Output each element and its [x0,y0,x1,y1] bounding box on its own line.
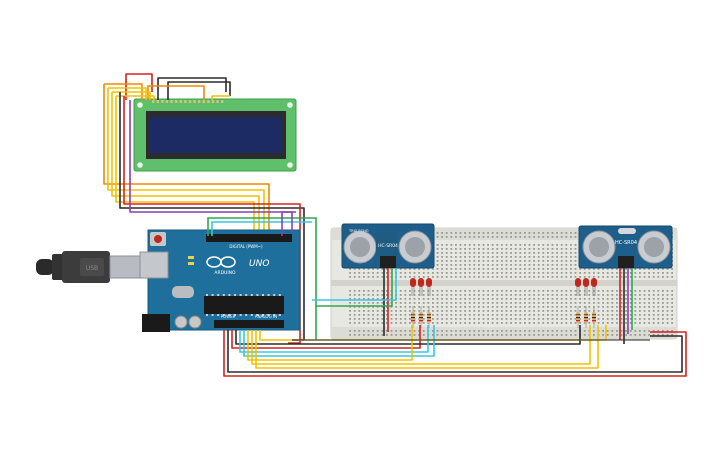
wire-yellow [211,95,230,100]
led[interactable] [410,278,416,296]
sensor-left-label: HC-SR04 [378,243,398,249]
wire-yellow [107,88,265,232]
resistor[interactable] [592,306,596,328]
arduino-brand: ARDUINO [214,270,236,276]
led[interactable] [426,278,432,296]
wire-black [235,325,581,345]
wire-cyan [312,268,397,301]
crystal [618,228,636,234]
wire-red [231,325,421,349]
wire-red [223,330,687,377]
wire-yellow [247,325,413,361]
wire-green [207,217,317,340]
lcd-screen [150,117,282,153]
arduino-digital-wires [207,211,317,340]
capacitor [174,315,188,329]
atmega-chip [204,296,284,314]
wire-black [227,330,683,373]
lcd-module[interactable] [133,98,297,172]
led[interactable] [575,278,581,296]
wire-yellow [116,95,155,100]
wire-yellow [111,92,260,232]
resistor[interactable] [411,306,415,328]
wire-cyan [239,325,429,353]
analog-label: ANALOG IN [255,314,277,319]
wire-cyan [211,221,312,236]
wire-yellow [115,96,255,232]
wire-orange [104,83,143,100]
wire-black [167,81,231,100]
wire-purple [281,211,293,236]
led-group-left [410,278,432,328]
sensor-left-side-text: TRIG ECHO [348,229,369,233]
power-analog-header[interactable] [214,320,284,328]
wire-orange [147,85,205,100]
svg-text:USB: USB [86,265,98,272]
power-label: POWER [221,314,236,319]
arduino-infinity-icon [206,256,236,268]
resistor[interactable] [427,306,431,328]
lcd-mount-hole [137,102,143,108]
led-indicator [188,262,194,265]
digital-header[interactable] [206,234,292,242]
crystal [172,286,194,298]
arduino-uno-board[interactable]: DIGITAL (PWM~) POWER ANALOG IN ARDUINO U… [139,229,301,332]
ultrasonic-sensor-left[interactable]: HC-SR04 TRIG ECHO [341,223,435,269]
wire-yellow [108,87,147,100]
wire-red [125,73,153,100]
sensor-right-label: HC-SR04 [615,240,637,246]
breadboard-wires [223,268,687,377]
led[interactable] [418,278,424,296]
lcd-mount-hole [287,162,293,168]
wire-yellow [112,91,151,100]
sensor-left-pins [380,256,396,268]
uno-label: UNO [249,259,269,269]
led[interactable] [591,278,597,296]
digital-header-label: DIGITAL (PWM~) [229,244,263,249]
usb-plug-icon[interactable]: USB [36,251,141,283]
sensor-right-pins [618,256,634,268]
resistor[interactable] [584,306,588,328]
capacitor [188,315,202,329]
lcd-mount-hole [287,102,293,108]
lcd-pin-header [152,100,224,103]
lcd-mount-hole [137,162,143,168]
wire-purple [129,100,296,213]
dc-jack-icon [142,314,170,332]
wire-black [157,77,227,100]
resistor[interactable] [576,306,580,328]
ultrasonic-sensor-right[interactable]: HC-SR04 [578,225,673,269]
wire-green [316,268,393,307]
led[interactable] [583,278,589,296]
wire-yellow [255,325,599,369]
resistor[interactable] [419,306,423,328]
wire-yellow [251,325,591,365]
usb-port [139,251,169,279]
led-indicator [188,256,194,259]
led-group-right [575,278,597,328]
wire-red [123,96,301,344]
